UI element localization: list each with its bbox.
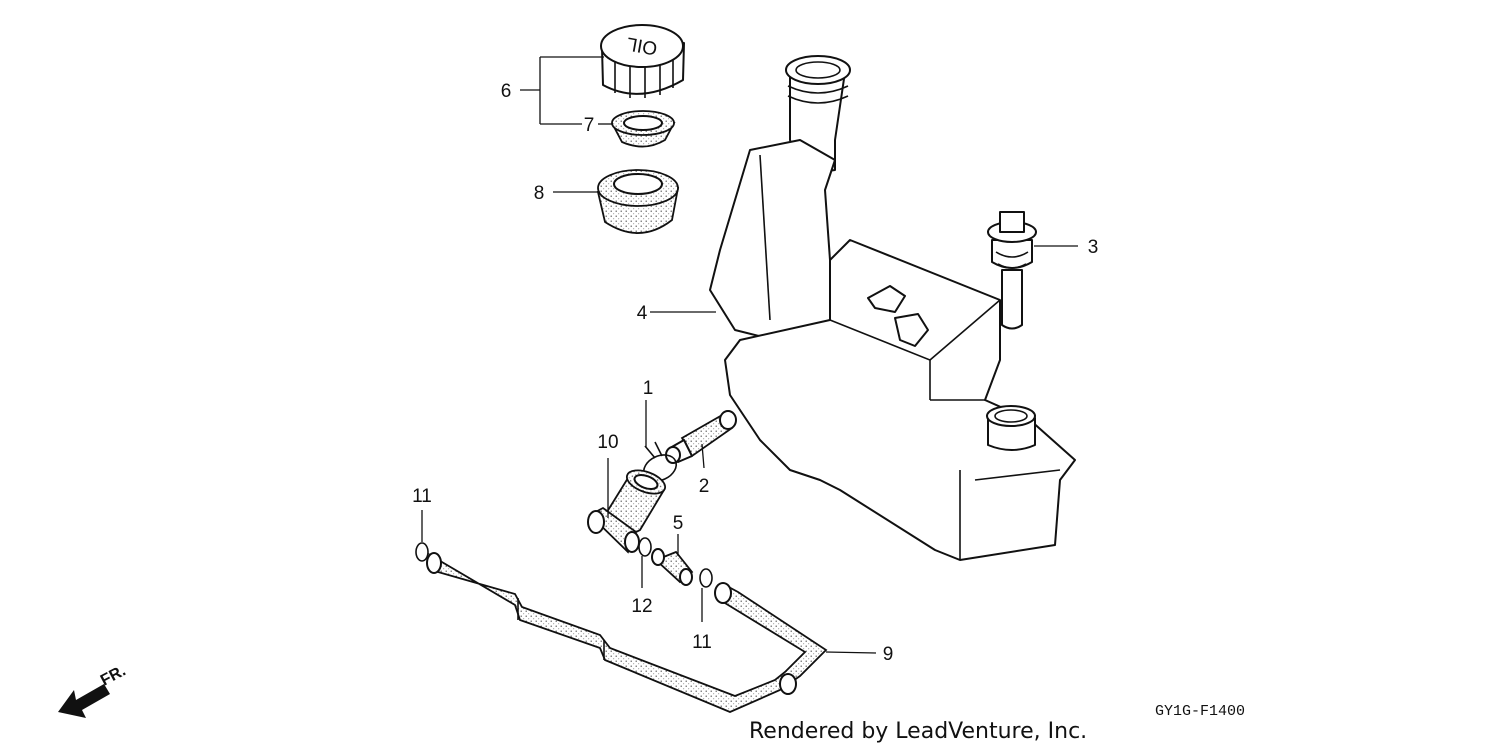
- oil-tank[interactable]: [709, 55, 1076, 561]
- elbow-hose[interactable]: [587, 466, 668, 554]
- front-direction-indicator: FR.: [58, 662, 129, 718]
- callout-11-left[interactable]: 11: [412, 486, 432, 507]
- cap-oil-text: OIL: [625, 33, 659, 59]
- callout-9[interactable]: 9: [883, 644, 894, 665]
- clip-right[interactable]: [699, 568, 713, 588]
- callout-8[interactable]: 8: [534, 183, 545, 204]
- callout-6[interactable]: 6: [501, 81, 512, 102]
- tank-joint[interactable]: [665, 410, 737, 464]
- rendered-by-credit: Rendered by LeadVenture, Inc.: [749, 719, 1087, 744]
- callout-7[interactable]: 7: [584, 115, 595, 136]
- cap-packing[interactable]: [611, 110, 676, 148]
- filler-grommet[interactable]: [596, 169, 680, 234]
- callout-4[interactable]: 4: [637, 303, 648, 324]
- callout-11-right[interactable]: 11: [692, 632, 712, 653]
- leader-lines: [421, 56, 1078, 654]
- oil-level-sensor[interactable]: [987, 211, 1037, 330]
- callout-1[interactable]: 1: [643, 378, 654, 399]
- breather-tube[interactable]: [426, 552, 828, 713]
- clip-left[interactable]: [415, 542, 429, 562]
- elbow-clip[interactable]: [638, 537, 652, 557]
- drawing-code: GY1G-F1400: [1155, 703, 1245, 720]
- callout-5[interactable]: 5: [673, 513, 684, 534]
- front-arrow-icon: [58, 684, 110, 718]
- callout-3[interactable]: 3: [1088, 237, 1099, 258]
- callout-2[interactable]: 2: [699, 476, 710, 497]
- hose-connector[interactable]: [651, 548, 694, 586]
- callout-10[interactable]: 10: [597, 432, 618, 453]
- callout-12[interactable]: 12: [631, 596, 652, 617]
- oil-cap[interactable]: OIL: [600, 24, 685, 98]
- oil-can-symbol-icon: [867, 285, 929, 347]
